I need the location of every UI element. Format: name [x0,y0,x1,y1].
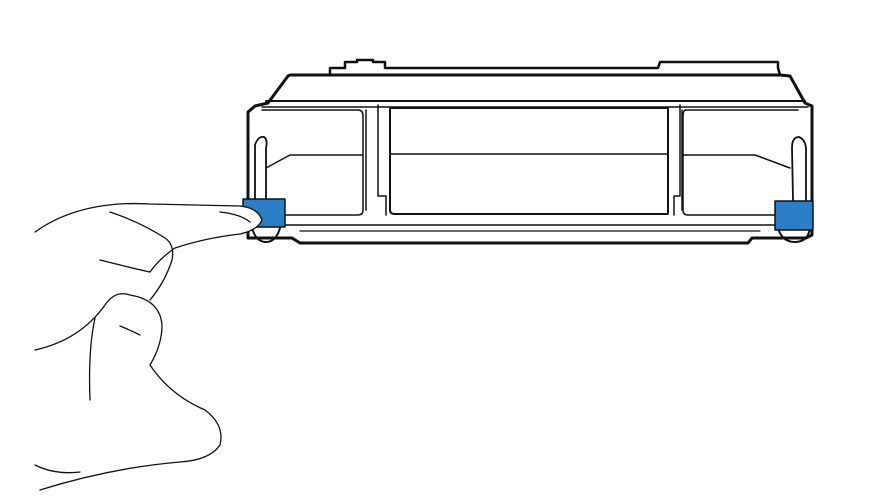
left-panel-chevron [265,154,363,169]
left-foot [251,227,281,243]
right-foot [777,227,811,243]
right-side-handle [791,136,807,201]
device-body [246,58,814,245]
left-panel [261,109,364,216]
hand-knuckle [88,259,151,401]
hand-palm-line [34,464,81,474]
right-separator [673,104,683,216]
top-cap [328,58,782,77]
right-panel [682,109,799,216]
hand-illustration [34,202,263,491]
hand-index-finger [34,202,263,273]
center-panel [389,107,669,215]
hand-finger-curve [109,211,251,301]
hand-thumb [34,293,222,491]
outer-shell [246,73,814,245]
left-side-handle [254,136,268,201]
right-release-tab[interactable] [774,200,814,231]
right-panel-chevron [683,154,791,169]
left-separator [365,104,387,216]
